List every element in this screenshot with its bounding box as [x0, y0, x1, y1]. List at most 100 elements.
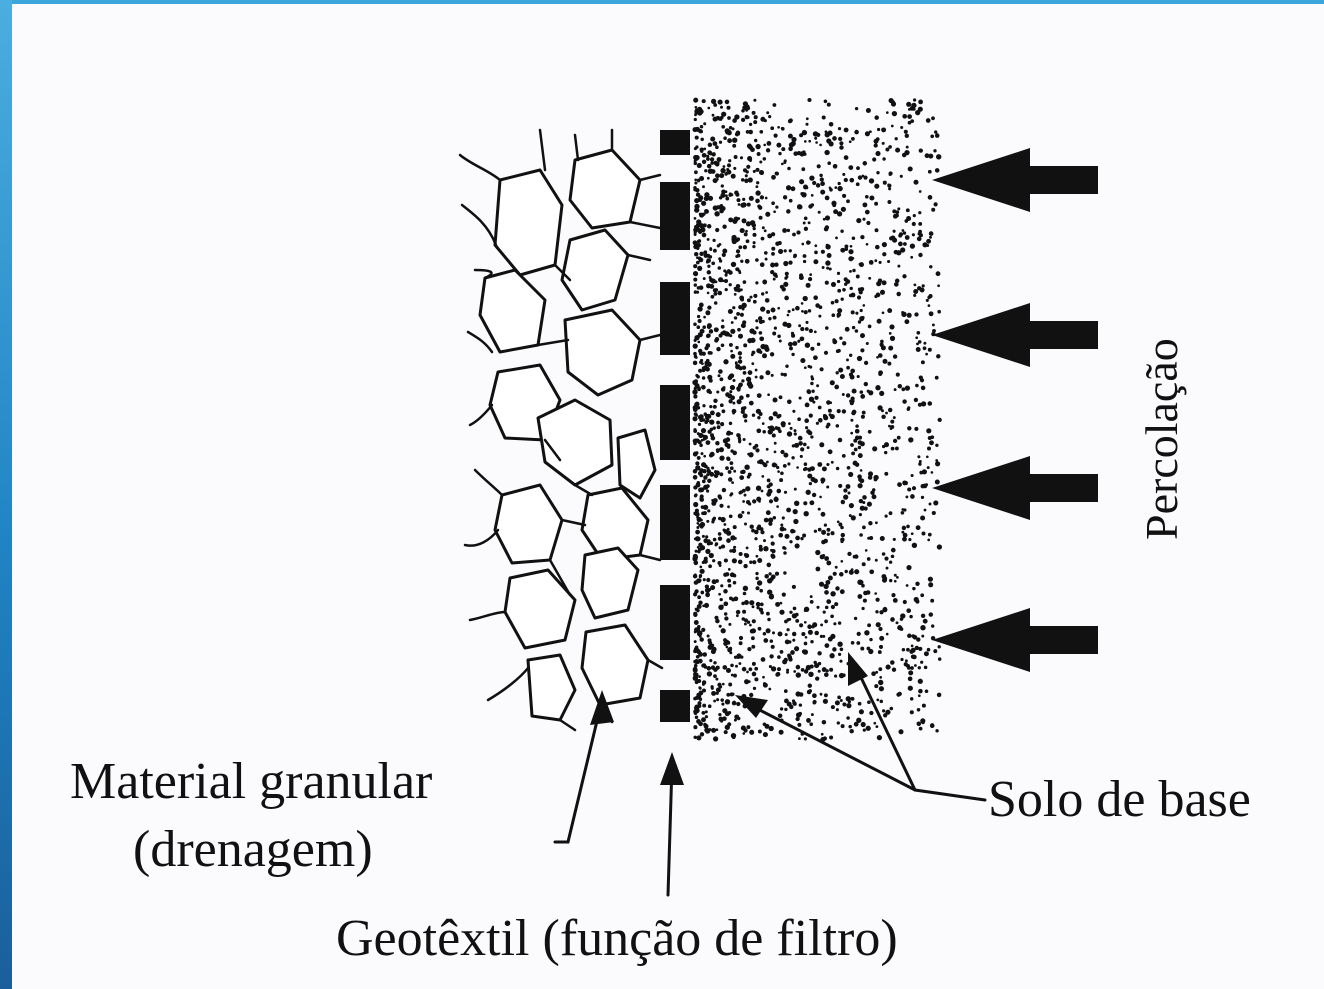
soil-particle: [761, 292, 764, 295]
soil-particle: [732, 402, 735, 405]
soil-particle: [849, 270, 852, 273]
soil-particle: [881, 574, 886, 579]
soil-particle: [738, 491, 742, 495]
soil-particle: [743, 564, 747, 568]
soil-particle: [900, 627, 904, 631]
soil-particle: [695, 109, 698, 112]
soil-particle: [822, 115, 826, 119]
soil-particle: [784, 528, 787, 531]
soil-particle: [717, 561, 721, 565]
soil-particle: [928, 170, 932, 174]
soil-particle: [762, 422, 765, 425]
soil-particle: [753, 300, 757, 304]
soil-particle: [694, 387, 697, 390]
soil-particle: [721, 628, 726, 633]
soil-particle: [695, 245, 699, 249]
soil-particle: [721, 344, 725, 348]
soil-particle: [722, 386, 725, 389]
soil-particle: [806, 240, 810, 244]
soil-particle: [753, 120, 757, 124]
soil-particle: [918, 232, 922, 236]
soil-particle: [788, 260, 792, 264]
soil-particle: [738, 245, 742, 249]
soil-particle: [857, 295, 861, 299]
soil-particle: [868, 521, 872, 525]
soil-particle: [804, 140, 807, 143]
soil-particle: [700, 732, 704, 736]
soil-particle: [722, 165, 725, 168]
soil-particle: [706, 260, 709, 263]
soil-particle: [846, 366, 850, 370]
soil-particle: [807, 390, 811, 394]
soil-particle: [760, 527, 764, 531]
soil-particle: [718, 374, 721, 377]
soil-particle: [733, 525, 737, 529]
soil-particle: [855, 329, 859, 333]
soil-particle: [719, 209, 724, 214]
soil-particle: [792, 308, 795, 311]
soil-particle: [825, 215, 830, 220]
soil-particle: [722, 683, 725, 686]
soil-particle: [725, 197, 729, 201]
soil-particle: [740, 655, 743, 658]
soil-particle: [808, 140, 811, 143]
soil-particle: [791, 137, 796, 142]
soil-particle: [800, 455, 803, 458]
soil-particle: [756, 348, 761, 353]
soil-particle: [693, 188, 697, 192]
soil-particle: [764, 574, 769, 579]
soil-particle: [862, 304, 865, 307]
soil-particle: [702, 469, 706, 473]
soil-particle: [701, 428, 706, 433]
soil-particle: [842, 409, 846, 413]
soil-particle: [790, 529, 795, 534]
soil-particle: [909, 615, 912, 618]
soil-particle: [727, 505, 730, 508]
soil-particle: [891, 555, 895, 559]
soil-particle: [740, 260, 743, 263]
soil-particle: [773, 516, 777, 520]
soil-particle: [739, 395, 744, 400]
soil-particle: [694, 179, 697, 182]
soil-particle: [706, 490, 709, 493]
soil-particle: [765, 724, 770, 729]
soil-particle: [775, 673, 779, 677]
soil-particle: [892, 209, 896, 213]
soil-particle: [795, 717, 799, 721]
soil-particle: [703, 652, 707, 656]
soil-particle: [728, 309, 733, 314]
soil-particle: [800, 447, 804, 451]
soil-particle: [794, 429, 797, 432]
soil-particle: [744, 419, 747, 422]
soil-particle: [766, 461, 769, 464]
soil-particle: [806, 490, 811, 495]
soil-particle: [915, 582, 919, 586]
soil-particle: [748, 680, 751, 683]
soil-particle: [768, 572, 771, 575]
soil-particle: [782, 322, 787, 327]
soil-particle: [792, 699, 795, 702]
soil-particle: [871, 671, 876, 676]
soil-particle: [924, 666, 928, 670]
soil-particle: [838, 484, 842, 488]
soil-particle: [739, 356, 742, 359]
soil-particle: [781, 423, 785, 427]
soil-particle: [755, 319, 758, 322]
label-drenagem: (drenagem): [133, 823, 373, 877]
soil-particle: [860, 441, 865, 446]
soil-particle: [874, 184, 879, 189]
soil-particle: [825, 130, 828, 133]
soil-particle: [733, 470, 736, 473]
soil-particle: [856, 641, 860, 645]
soil-particle: [731, 674, 734, 677]
soil-particle: [892, 111, 897, 116]
soil-particle: [922, 284, 925, 287]
soil-particle: [780, 650, 784, 654]
soil-particle: [791, 332, 794, 335]
soil-particle: [928, 436, 932, 440]
soil-particle: [914, 664, 917, 667]
soil-particle: [747, 338, 752, 343]
soil-particle: [697, 341, 700, 344]
soil-particle: [905, 495, 908, 498]
soil-particle: [851, 397, 855, 401]
